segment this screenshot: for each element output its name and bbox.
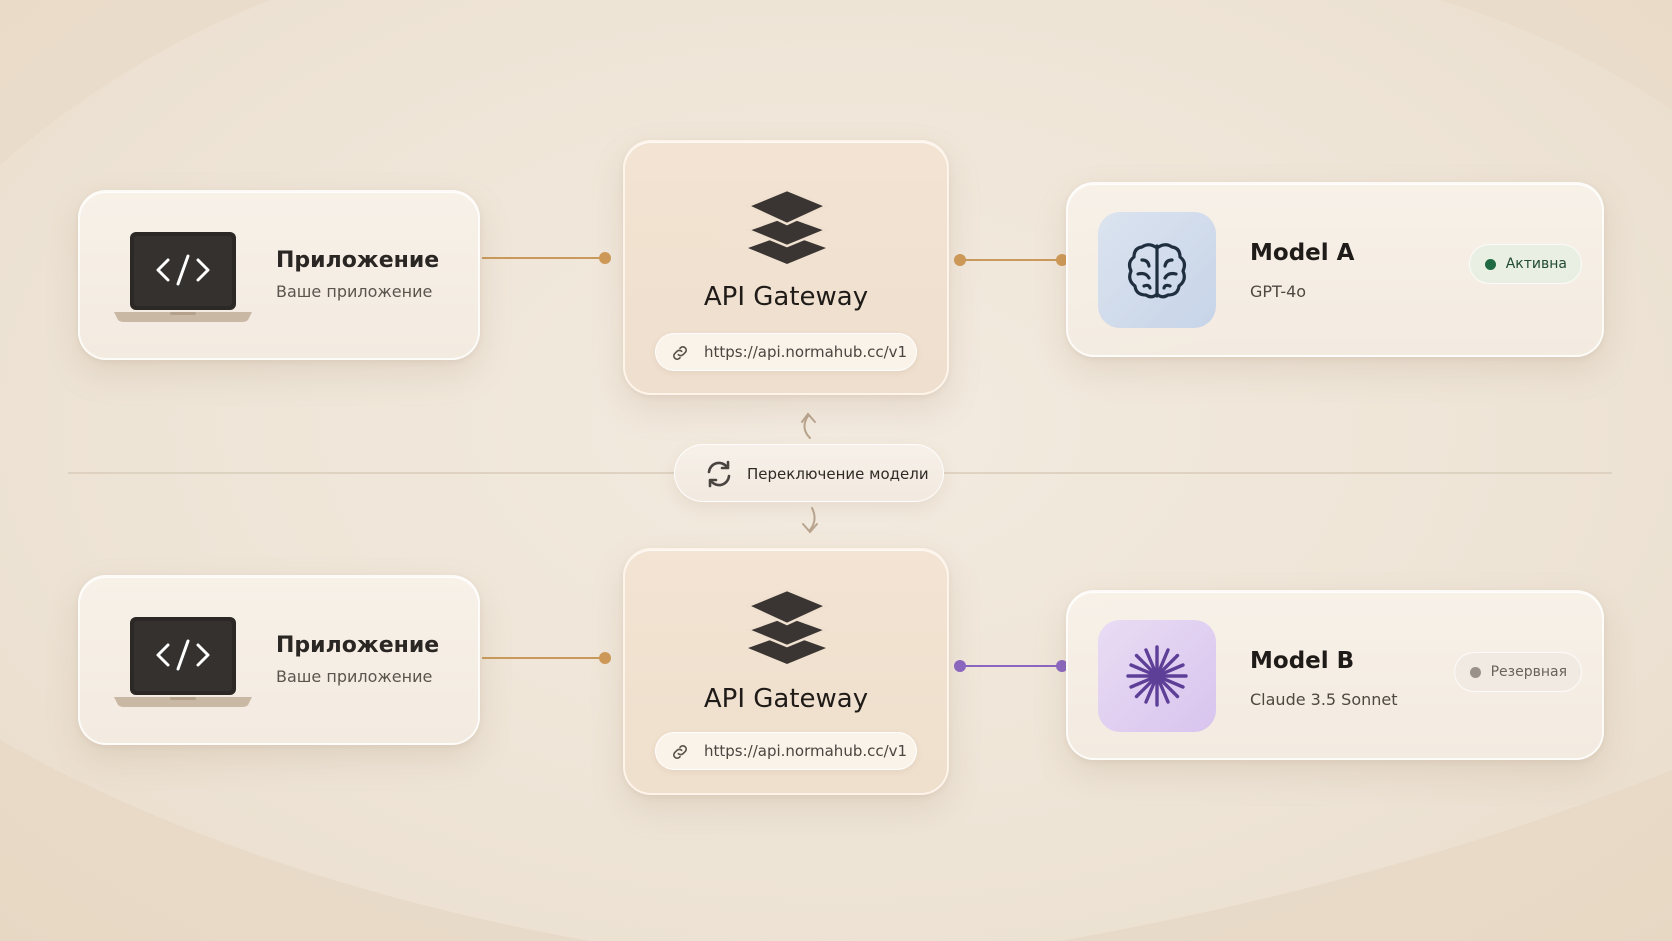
refresh-icon	[707, 460, 731, 488]
gateway-title: API Gateway	[703, 282, 869, 312]
status-dot	[1469, 667, 1481, 678]
link-icon	[673, 745, 687, 759]
stacked-layers-icon	[744, 188, 830, 264]
model-title: Model B	[1250, 648, 1355, 674]
switch-model-button[interactable]: Переключение модели	[674, 444, 944, 502]
stacked-layers-icon	[744, 588, 830, 664]
gateway-card-2: API Gateway https://api.normahub.cc/v1	[623, 548, 949, 795]
status-dot	[1484, 259, 1496, 270]
app-card-2: Приложение Ваше приложение	[78, 575, 480, 745]
app-subtitle: Ваше приложение	[276, 667, 433, 686]
model-icon-tile	[1098, 620, 1216, 732]
laptop-code-icon	[114, 617, 252, 707]
app-card-1: Приложение Ваше приложение	[78, 190, 480, 360]
model-card-b: Model B Claude 3.5 Sonnet Резервная	[1066, 590, 1604, 760]
model-title: Model A	[1250, 240, 1355, 266]
switch-label: Переключение модели	[747, 465, 929, 483]
status-badge-reserve: Резервная	[1453, 652, 1582, 692]
gateway-url: https://api.normahub.cc/v1	[704, 742, 908, 760]
model-subtitle: Claude 3.5 Sonnet	[1250, 690, 1398, 709]
gateway-url-field[interactable]: https://api.normahub.cc/v1	[655, 333, 917, 371]
gateway-url-field[interactable]: https://api.normahub.cc/v1	[655, 732, 917, 770]
model-subtitle: GPT-4o	[1250, 282, 1307, 301]
brain-icon	[1127, 243, 1187, 299]
asterisk-icon	[1126, 645, 1188, 707]
gateway-url: https://api.normahub.cc/v1	[704, 343, 908, 361]
app-title: Приложение	[276, 248, 440, 273]
gateway-card-1: API Gateway https://api.normahub.cc/v1	[623, 140, 949, 395]
gateway-title: API Gateway	[703, 684, 869, 714]
link-icon	[673, 346, 687, 360]
status-badge-active: Активна	[1468, 244, 1582, 284]
model-card-a: Model A GPT-4o Активна	[1066, 182, 1604, 357]
app-subtitle: Ваше приложение	[276, 282, 433, 301]
model-icon-tile	[1098, 212, 1216, 328]
status-label: Резервная	[1490, 664, 1567, 680]
status-label: Активна	[1505, 256, 1567, 272]
laptop-code-icon	[114, 232, 252, 322]
app-title: Приложение	[276, 633, 440, 658]
